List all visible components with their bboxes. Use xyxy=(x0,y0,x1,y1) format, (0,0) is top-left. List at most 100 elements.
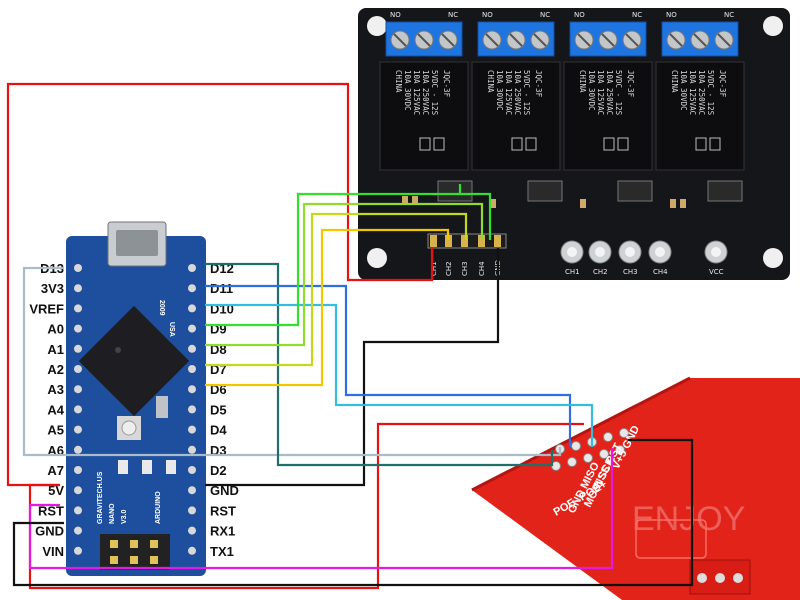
nano-pin-label-right: D11 xyxy=(210,281,233,296)
nano-left-header-pin xyxy=(74,405,82,414)
nano-pin-label-right: D4 xyxy=(210,423,227,438)
relay-4-spec: 5VDC - 12S xyxy=(706,70,715,116)
wire-d13-lightgray xyxy=(22,266,562,457)
nano-right-header-pin xyxy=(188,324,196,333)
rfid-module: V+5 GND NSS RST MOSI SCK GND MISO POE- P… xyxy=(471,376,800,600)
relay-2-spec: CHINA xyxy=(486,70,495,93)
nano-pin-label-right: RX1 xyxy=(210,524,235,539)
nano-right-header-pin xyxy=(188,546,196,555)
rfid-header-pin xyxy=(567,457,577,467)
nano-left-header-pin xyxy=(74,385,82,394)
nano-pin-label-right: D2 xyxy=(210,463,227,478)
nano-right-header-pin xyxy=(188,405,196,414)
nano-right-header-pin xyxy=(188,466,196,474)
relay-1-spec: 10A 30VDC xyxy=(403,70,412,111)
arduino-nano-board: USA 2009 GRAVITECH.US NANO V3.0 ARDUINO xyxy=(66,221,206,576)
led-label-ch1: CH1 xyxy=(565,268,580,276)
relay-input-pin xyxy=(461,235,468,247)
nano-pin-label-left: A2 xyxy=(47,362,64,377)
nano-pin-label-left: A3 xyxy=(47,382,64,397)
nano-left-header-pin xyxy=(74,365,82,373)
nano-pin-label-left: 5V xyxy=(48,483,64,498)
nano-silk-version: V3.0 xyxy=(121,509,128,524)
led-label-ch2: CH2 xyxy=(593,268,608,276)
rfid-watermark: ENJOY xyxy=(632,500,745,538)
nano-pin-label-right: D10 xyxy=(210,301,234,316)
nano-pin-label-left: A0 xyxy=(47,322,64,337)
nano-left-header-pin xyxy=(74,284,82,293)
wire-d7-yellowgreen xyxy=(205,212,468,367)
relay-3-spec: 10A 30VDC xyxy=(587,70,596,111)
nano-silk-usa: USA xyxy=(168,322,175,337)
nano-right-header-pin xyxy=(188,425,196,434)
relay-input-pin xyxy=(430,235,437,247)
nano-right-header-pin xyxy=(188,284,196,293)
nano-right-header-pin xyxy=(188,304,196,313)
nano-left-header-pin xyxy=(74,324,82,333)
wire-d12-teal xyxy=(205,262,554,467)
relay-4-nc-mark: NC xyxy=(724,11,734,19)
nano-silk-year: 2009 xyxy=(158,300,165,316)
relay-input-pin xyxy=(478,235,485,247)
relay-1-spec: 10A 125VAC xyxy=(412,70,421,115)
relay-3-spec: 10A 125VAC xyxy=(596,70,605,115)
relay-input-pin xyxy=(494,235,501,247)
relay-pin-label-ch4: CH4 xyxy=(478,261,486,276)
nano-left-header-pin xyxy=(74,264,82,272)
wire-d10-cyan xyxy=(205,303,594,447)
led-label-vcc: VCC xyxy=(709,268,724,276)
nano-pin-label-right: D9 xyxy=(210,322,227,337)
nano-right-header-pin xyxy=(188,486,196,495)
nano-left-header-pin xyxy=(74,506,82,515)
relay-pin-label-ch3: CH3 xyxy=(461,261,469,276)
nano-pin-label-left: A5 xyxy=(47,423,64,438)
relay-1-model: JQC-3F xyxy=(442,70,451,98)
nano-pin-label-right: TX1 xyxy=(210,544,234,559)
nano-pin-label-left: A4 xyxy=(47,402,64,417)
relay-4-spec: 10A 30VDC xyxy=(679,70,688,111)
led-label-ch4: CH4 xyxy=(653,268,668,276)
nano-right-header-pin xyxy=(188,445,196,454)
relay-2-no-mark: NO xyxy=(482,11,493,19)
nano-pin-label-left: RST xyxy=(38,503,64,518)
nano-pin-label-right: D5 xyxy=(210,402,227,417)
relay-4-model: JQC-3F xyxy=(718,70,727,98)
nano-silk-nano: NANO xyxy=(109,503,116,524)
relay-1-spec: 10A 250VAC xyxy=(421,70,430,115)
nano-left-header-pin xyxy=(74,486,82,495)
relay-1-no-mark: NO xyxy=(390,11,401,19)
wires xyxy=(6,82,694,590)
wire-d9-green xyxy=(205,192,492,327)
nano-pin-label-left: VIN xyxy=(42,544,64,559)
relay-2-spec: 10A 250VAC xyxy=(513,70,522,115)
relay-2-model: JQC-3F xyxy=(534,70,543,98)
nano-right-header-pin xyxy=(188,365,196,373)
relay-4-spec: 10A 250VAC xyxy=(697,70,706,115)
wire-d8-lime xyxy=(205,202,484,347)
wire-rst-magenta xyxy=(28,448,614,570)
relay-4-spec: 10A 125VAC xyxy=(688,70,697,115)
wire-d11-blue xyxy=(205,284,572,447)
rfid-header-pin xyxy=(571,441,581,451)
relay-pin-label-ch1: CH1 xyxy=(430,261,438,276)
relay-pin-label-ch2: CH2 xyxy=(445,261,453,276)
relay-3-model: JQC-3F xyxy=(626,70,635,98)
relay-input-pin xyxy=(445,235,452,247)
rfid-header-pin xyxy=(619,428,629,438)
nano-pin-label-left: A7 xyxy=(47,463,64,478)
relay-3-no-mark: NO xyxy=(574,11,585,19)
relay-3-spec: CHINA xyxy=(578,70,587,93)
wire-gnd-nano-black xyxy=(12,438,694,587)
relay-2-spec: 10A 30VDC xyxy=(495,70,504,111)
nano-right-header-pin xyxy=(188,344,196,353)
nano-left-header-pin xyxy=(74,445,82,454)
relay-2-nc-mark: NC xyxy=(540,11,550,19)
nano-silk-gravitech: GRAVITECH.US xyxy=(97,471,104,524)
nano-left-header-pin xyxy=(74,304,82,313)
nano-left-header-pin xyxy=(74,526,82,535)
